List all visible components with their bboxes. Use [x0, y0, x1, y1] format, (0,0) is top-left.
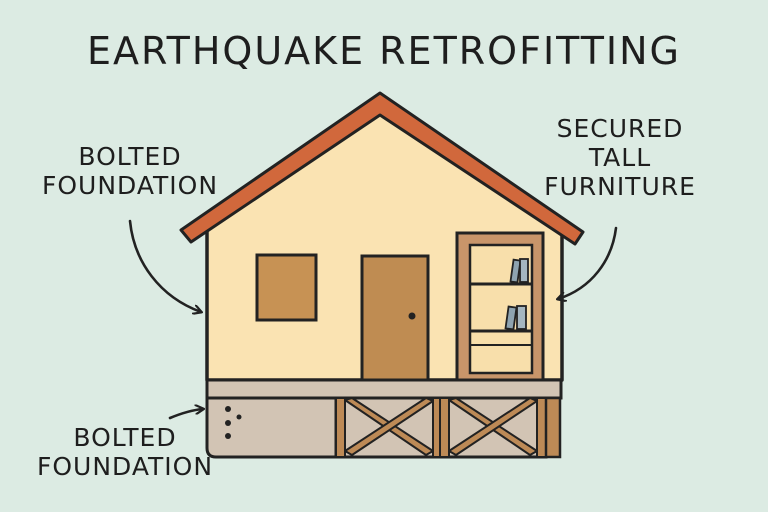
cross-bracing [344, 397, 538, 456]
secured-tall-furniture-label: SECURED TALL FURNITURE [520, 114, 720, 201]
bolt [225, 406, 231, 412]
label-line: SECURED [556, 114, 684, 143]
diagram-title: EARTHQUAKE RETROFITTING [87, 29, 681, 73]
bolt [225, 433, 231, 439]
label-line: FOUNDATION [41, 170, 219, 200]
books-upper [509, 258, 529, 284]
label-line: BOLTED [73, 423, 177, 452]
bolted-foundation-label-bottom: BOLTED FOUNDATION [25, 423, 225, 482]
door-knob [408, 312, 416, 320]
stud [536, 397, 547, 458]
house-window [255, 253, 318, 322]
foundation-block [205, 396, 338, 459]
bolt [236, 414, 242, 420]
label-line: TALL [588, 142, 652, 172]
bolt [225, 420, 231, 426]
house-door [360, 254, 430, 382]
bolted-foundation-label-top: BOLTED FOUNDATION [30, 142, 230, 201]
arrow-bolted-foundation-top [128, 219, 201, 312]
arrow-bolted-foundation-bottom [168, 409, 203, 420]
label-line: BOLTED [78, 142, 182, 171]
sill-plate [205, 378, 563, 400]
label-line: FURNITURE [544, 171, 696, 201]
foundation-post [544, 396, 562, 459]
house-roof [179, 91, 585, 246]
stud [335, 397, 346, 458]
tall-bookcase [455, 231, 545, 382]
books-lower [504, 305, 527, 331]
anchor-bolts [225, 406, 242, 439]
arrow-secured-furniture [558, 226, 618, 299]
label-line: FOUNDATION [36, 451, 214, 481]
stud [439, 397, 450, 458]
